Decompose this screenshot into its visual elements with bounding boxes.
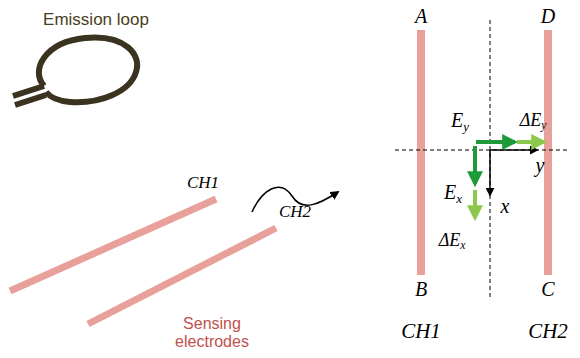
channel-label: CH1 [187,174,219,193]
loop-label: Emission loop [43,11,149,30]
field-arrow [475,142,544,218]
electrode-label: Sensing electrodes [162,315,262,350]
corner-label: B [415,278,427,300]
sensing-electrode [10,199,276,324]
coordinate-arrow [490,150,537,195]
dashed-axis [395,20,568,300]
axis-label: y [536,154,545,176]
emission-loop [13,38,137,105]
channel-label: CH2 [528,320,568,343]
channel-label: CH2 [279,203,311,222]
axis-label: x [501,195,510,217]
electrode-bar [417,30,552,275]
corner-label: A [415,5,427,27]
field-label: Ey [451,109,469,134]
corner-label: C [541,278,554,300]
delta-label: ΔEy [520,111,547,133]
channel-label: CH1 [401,320,441,343]
field-label: Ex [444,181,462,206]
corner-label: D [541,5,555,27]
delta-label: ΔEx [439,231,466,253]
